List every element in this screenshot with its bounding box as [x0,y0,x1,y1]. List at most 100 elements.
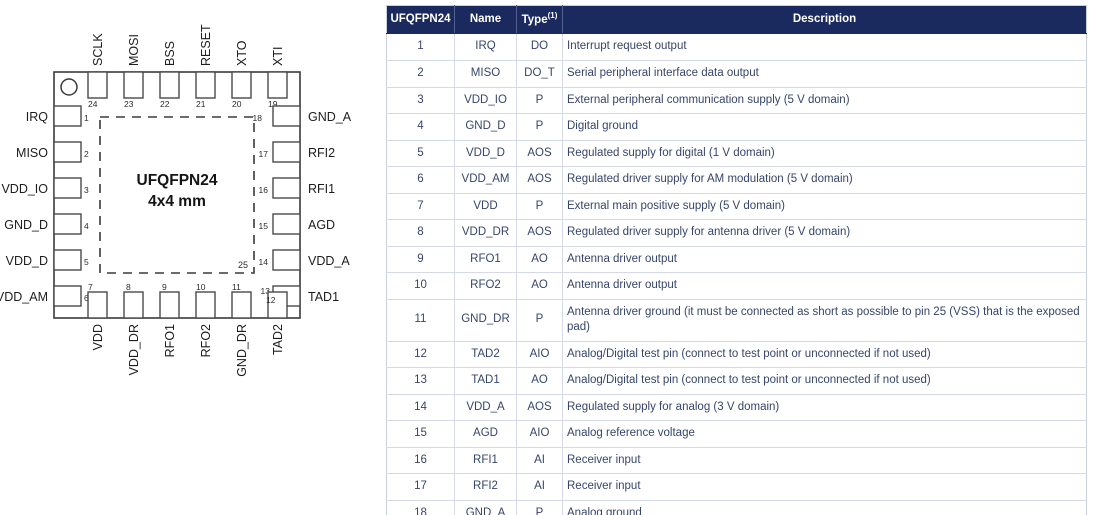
pin-1-label: IRQ [26,110,49,124]
pin-12-number: 12 [266,295,276,305]
cell-name: GND_A [454,499,517,515]
cell-pin: 5 [386,139,455,167]
cell-description: Regulated supply for analog (3 V domain) [562,393,1087,421]
cell-description: External main positive supply (5 V domai… [562,192,1087,220]
cell-pin: 10 [386,272,455,300]
cell-type: AI [516,446,563,474]
cell-name: RFO1 [454,245,517,273]
cell-type: AO [516,245,563,273]
cell-type: AOS [516,139,563,167]
pin-9-body [159,291,180,319]
cell-description: Serial peripheral interface data output [562,59,1087,87]
pin-22-number: 22 [160,99,170,109]
pin-7-label: VDD [91,324,105,350]
pin-9-label: RFO1 [163,324,177,357]
pin-18-label: GND_A [308,110,352,124]
cell-type: AOS [516,166,563,194]
pin-14-body [272,249,301,271]
pin-18-number: 18 [253,113,263,123]
pin-11-body [231,291,252,319]
pin-13-number: 13 [261,286,271,296]
cell-type: DO_T [516,59,563,87]
column-header-type: Type(1) [516,5,563,35]
pin-5-body [53,249,82,271]
pin-8-label: VDD_DR [127,324,141,375]
cell-pin: 1 [386,33,455,61]
pin-23-body [123,71,144,99]
cell-name: IRQ [454,33,517,61]
cell-description: Regulated driver supply for antenna driv… [562,219,1087,247]
pin-15-body [272,213,301,235]
pin-24-label: SCLK [91,33,105,66]
cell-description: Receiver input [562,473,1087,501]
cell-name: VDD [454,192,517,220]
pins-bottom-group: 7 8 9 10 11 12 VDD VDD_DR RFO1 RFO2 GND_… [87,282,288,377]
cell-type: DO [516,33,563,61]
pin-2-number: 2 [84,149,89,159]
pin-14-label: VDD_A [308,254,350,268]
pin-1-number: 1 [84,113,89,123]
package-diagram: UFQFPN24 4x4 mm 25 24 23 22 21 20 19 SCL… [0,0,386,515]
cell-type: AO [516,367,563,395]
pin-11-label: GND_DR [235,324,249,377]
cell-description: Regulated supply for digital (1 V domain… [562,139,1087,167]
cell-description: Analog/Digital test pin (connect to test… [562,340,1087,368]
pin-15-number: 15 [259,221,269,231]
pins-top-group: 24 23 22 21 20 19 SCLK MOSI BSS RESET XT… [87,24,288,109]
cell-pin: 17 [386,473,455,501]
cell-name: GND_DR [454,298,517,342]
pin-3-body [53,177,82,199]
pin-1-body [53,105,82,127]
pin-4-number: 4 [84,221,89,231]
cell-name: VDD_A [454,393,517,421]
pin-7-body [87,291,108,319]
column-header-type-text: Type [521,13,548,26]
pin-21-number: 21 [196,99,206,109]
pin-one-indicator-icon [60,78,78,96]
cell-type: AI [516,473,563,501]
pin-24-body [87,71,108,99]
cell-pin: 6 [386,166,455,194]
cell-pin: 15 [386,420,455,448]
pin-8-body [123,291,144,319]
pin-10-label: RFO2 [199,324,213,357]
pin-4-body [53,213,82,235]
pin-17-label: RFI2 [308,146,335,160]
pin-14-number: 14 [259,257,269,267]
column-header-description: Description [562,5,1087,35]
pin-13-label: TAD1 [308,290,339,304]
cell-name: AGD [454,420,517,448]
pin-19-label: XTI [271,47,285,66]
pin-6-number: 6 [84,293,89,303]
cell-name: RFI2 [454,473,517,501]
cell-pin: 4 [386,113,455,141]
cell-type: P [516,499,563,515]
pin-19-number: 19 [268,99,278,109]
cell-name: TAD1 [454,367,517,395]
cell-pin: 14 [386,393,455,421]
pin-10-body [195,291,216,319]
cell-pin: 11 [386,298,455,342]
cell-pin: 12 [386,340,455,368]
pin-24-number: 24 [88,99,98,109]
cell-name: VDD_D [454,139,517,167]
cell-name: VDD_IO [454,86,517,114]
cell-description: Antenna driver output [562,272,1087,300]
pins-right-group: 18 17 16 15 14 13 GND_A RFI2 RFI1 AGD VD… [253,105,352,307]
cell-name: VDD_DR [454,219,517,247]
pin-11-number: 11 [232,282,241,292]
cell-type: P [516,86,563,114]
pin-16-number: 16 [259,185,269,195]
